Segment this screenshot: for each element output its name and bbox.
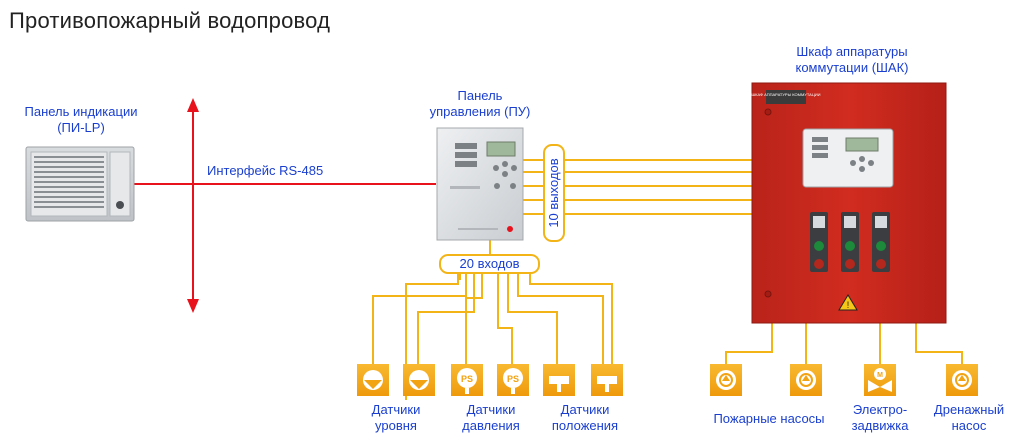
control-panel-label: Панель управления (ПУ): [410, 88, 550, 120]
control-panel-label-line2: управления (ПУ): [429, 104, 531, 119]
indication-panel-label-line2: (ПИ-LP): [57, 120, 105, 135]
pump-icon: [946, 364, 978, 396]
valve-label-line2: задвижка: [851, 418, 909, 433]
outputs-badge-text: 10 выходов: [546, 158, 561, 228]
indication-panel-label-line1: Панель индикации: [24, 104, 138, 119]
position-sensor-icon: [543, 364, 575, 396]
position-sensors-label-line1: Датчики: [560, 402, 610, 417]
control-panel-device: [436, 127, 524, 241]
cabinet-label-line1: Шкаф аппаратуры: [796, 44, 908, 59]
pressure-sensor-icon: PS: [497, 364, 529, 396]
level-sensor-icon: [403, 364, 435, 396]
output-lines: [523, 159, 752, 215]
pressure-sensors-label-line2: давления: [462, 418, 520, 433]
cabinet-label-line2: коммутации (ШАК): [795, 60, 909, 75]
svg-text:ШКАФ АППАРАТУРЫ КОММУТАЦИИ: ШКАФ АППАРАТУРЫ КОММУТАЦИИ: [751, 92, 820, 97]
position-sensors-label-line2: положения: [551, 418, 619, 433]
cabinet-device: ШКАФ АППАРАТУРЫ КОММУТАЦИИ !: [751, 82, 947, 324]
pump-icon: [710, 364, 742, 396]
pressure-sensor-icon: PS: [451, 364, 483, 396]
drain-pump-label-line1: Дренажный: [933, 402, 1005, 417]
position-sensor-icon: [591, 364, 623, 396]
control-panel-label-line1: Панель: [457, 88, 503, 103]
svg-text:PS: PS: [461, 374, 473, 384]
cabinet-label: Шкаф аппаратуры коммутации (ШАК): [772, 44, 932, 76]
level-sensors-label-line2: уровня: [375, 418, 417, 433]
position-sensors-label: Датчики положения: [543, 402, 627, 434]
level-sensors-label: Датчики уровня: [358, 402, 434, 434]
svg-text:!: !: [847, 300, 850, 310]
pump-icon: [790, 364, 822, 396]
level-sensors-label-line1: Датчики: [371, 402, 421, 417]
indication-panel-device: [25, 146, 135, 222]
svg-text:PS: PS: [507, 374, 519, 384]
page-title: Противопожарный водопровод: [9, 8, 331, 33]
pressure-sensors-label-line1: Датчики: [466, 402, 516, 417]
valve-icon: M: [864, 364, 896, 396]
pressure-sensors-label: Датчики давления: [451, 402, 531, 434]
outputs-badge: 10 выходов: [543, 144, 565, 242]
svg-text:M: M: [877, 372, 883, 379]
fire-pumps-label: Пожарные насосы: [713, 411, 825, 426]
input-lines: [372, 240, 613, 400]
actuator-lines: [725, 322, 963, 372]
indication-panel-label: Панель индикации (ПИ-LP): [6, 104, 156, 136]
drain-pump-label-line2: насос: [951, 418, 987, 433]
valve-label: Электро- задвижка: [848, 402, 912, 434]
inputs-badge: 20 входов: [439, 254, 540, 274]
valve-label-line1: Электро-: [852, 402, 908, 417]
rs485-line: [133, 98, 436, 313]
level-sensor-icon: [357, 364, 389, 396]
rs485-label: Интерфейс RS-485: [207, 163, 324, 178]
drain-pump-label: Дренажный насос: [924, 402, 1014, 434]
